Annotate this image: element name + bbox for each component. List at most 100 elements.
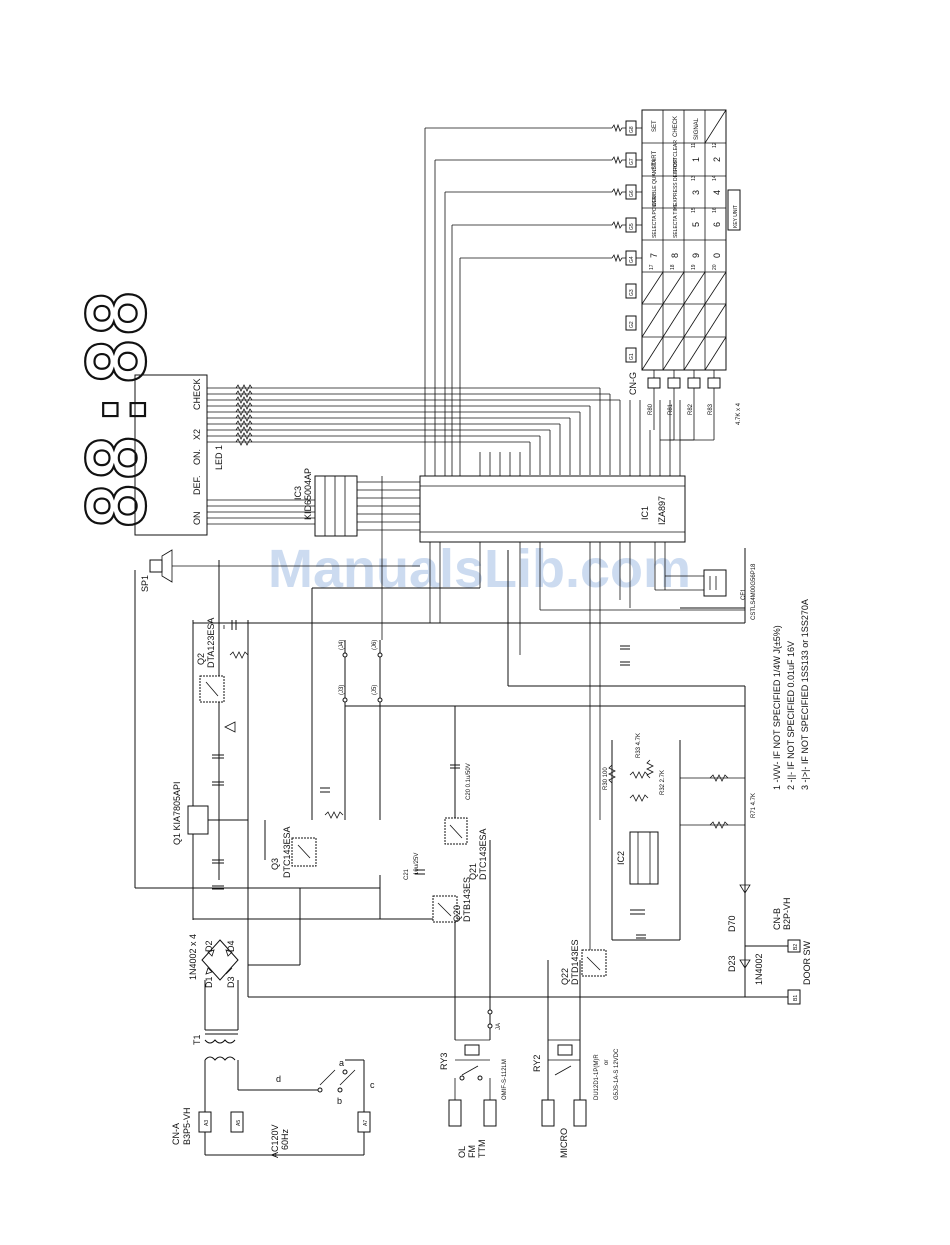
key-set: SET	[652, 120, 658, 132]
micro-label: MICRO	[559, 1128, 569, 1158]
ic1-label: IC1	[640, 506, 650, 520]
key-unit-label: KEY UNIT	[733, 205, 739, 228]
ja-label: JA	[496, 1023, 502, 1030]
j5-label: (J5)	[372, 685, 378, 695]
led-label-def: DEF.	[192, 475, 202, 495]
j6-label: (J6)	[372, 640, 378, 650]
led-label-check: CHECK	[192, 378, 202, 410]
key-express-defrost: EXPRESS DEFROST	[673, 157, 679, 206]
grid-lines	[207, 499, 315, 525]
ry2-alt: G5JS-1A-S 12VDC	[614, 1048, 620, 1100]
c21-label: C21	[404, 868, 410, 880]
note-2: 2 -||- IF NOT SPECIFIED 0.01uF 16V	[786, 641, 796, 790]
key-check: CHECK	[673, 116, 679, 137]
q3-part: DTC143ESA	[282, 826, 292, 878]
d2-label: D2	[204, 940, 214, 952]
b2-label: B2	[793, 944, 799, 950]
key-double-quantity: DOUBLE QUANTITY	[652, 158, 658, 206]
cn-a-label: CN-A	[171, 1123, 181, 1145]
sp1-label: SP1	[140, 575, 150, 592]
key-num-20: 20	[712, 264, 718, 270]
led-label-on2: ON.	[192, 449, 202, 465]
ic2-label: IC2	[616, 851, 626, 865]
q20-label: Q20	[452, 905, 462, 922]
ac-label: AC120V	[270, 1124, 280, 1158]
door-sw-label: DOOR SW	[802, 940, 812, 985]
led-display: 88:88 ON DEF. ON. X2 CHECK LED 1	[70, 288, 224, 536]
cn-b-label: CN-B	[772, 908, 782, 930]
ic1-part: IZA897	[657, 496, 667, 525]
r80-label: R80	[648, 403, 654, 415]
key-digit-1: 1	[691, 157, 701, 162]
q1-regulator: Q1 KIA7805API	[172, 781, 209, 845]
q22-part: DTD143ES	[570, 939, 580, 985]
q21-part: DTC143ESA	[478, 828, 488, 880]
key-digit-2: 2	[712, 157, 722, 162]
key-num-14: 14	[712, 175, 718, 181]
q21-label: Q21	[468, 863, 478, 880]
ic2-section: IC2 R30 100 R33 4.7K R32 2.7K	[603, 645, 681, 941]
key-num-11: 11	[691, 143, 697, 148]
ry3-part: OMIF-S-112LM	[502, 1059, 508, 1100]
driver-section: C20 0.1u/50V Q21 DTC143ESA C21 10u/25V Q…	[404, 706, 502, 1040]
d4-label: D4	[226, 940, 236, 952]
key-num-16: 16	[712, 207, 718, 213]
key-digit-9: 9	[691, 253, 701, 258]
r-array-value: 4.7K x 4	[736, 402, 742, 425]
cf1-resonator: CF1 CSTLS4M00G56P18	[655, 563, 757, 620]
ry3-label: RY3	[439, 1053, 449, 1070]
ic3-label: IC3	[293, 486, 303, 500]
key-selecta-power: SELECTA POWER	[652, 195, 658, 238]
d3-label: D3	[226, 976, 236, 988]
note-1: 1 -\/\/\/- IF NOT SPECIFIED 1/4W J(±5%)	[772, 625, 782, 790]
bridge-rectifier: 1N4002 x 4 D1 D2 D3 D4	[188, 934, 239, 988]
ry2-label: RY2	[532, 1055, 542, 1072]
key-num-12: 12	[712, 142, 718, 148]
r80-r83-array: R80 R81 R82 R83 4.7K x 4	[647, 370, 742, 441]
pin-g4: G4	[629, 256, 635, 263]
q2-transistor: Q2 DTA123ESA	[196, 618, 249, 703]
r82-label: R82	[688, 403, 694, 415]
ry2-or: or	[604, 1060, 610, 1065]
left-capacitors	[212, 620, 237, 890]
q2-label: Q2	[196, 653, 206, 665]
b1-label: B1	[793, 995, 799, 1001]
sw-c-label: c	[370, 1080, 375, 1090]
ic3: IC3 KID65004AP	[293, 468, 420, 640]
pin-g1: G1	[629, 353, 635, 360]
d23-part: 1N4002	[754, 953, 764, 985]
key-num-13: 13	[691, 175, 697, 181]
pin-g5: G5	[629, 223, 635, 230]
r32-label: R32 2.7K	[660, 770, 666, 795]
q1-label: Q1 KIA7805API	[172, 781, 182, 845]
key-stop-clear: STOP/ CLEAR	[673, 140, 679, 173]
led-label-on: ON	[192, 512, 202, 526]
notes: 1 -\/\/\/- IF NOT SPECIFIED 1/4W J(±5%) …	[772, 599, 810, 790]
key-digit-6: 6	[712, 222, 722, 227]
key-start: START	[652, 151, 658, 170]
pin-g2: G2	[629, 321, 635, 328]
r71-d70-d23: R71 4.7K D70 D23 1N4002	[680, 774, 764, 985]
key-digit-4: 4	[712, 190, 722, 195]
key-num-19: 19	[691, 264, 697, 270]
key-signal: SIGNAL	[694, 117, 700, 140]
d23-label: D23	[727, 955, 737, 972]
cn-g-connector: G8 G7 G6 G5 G4 G3 G2 G1 CN-G	[611, 120, 642, 395]
led1-label: LED 1	[214, 445, 224, 470]
key-num-17: 17	[649, 264, 655, 270]
cn-g-label: CN-G	[628, 372, 638, 395]
jumpers: (J4) (J3) (J6) (J5)	[339, 640, 383, 703]
led-label-x2: X2	[192, 429, 202, 440]
cn-b-connector: B2 B1 CN-B B2P-VH DOOR SW	[745, 897, 812, 1005]
cf1-label: CF1	[741, 588, 747, 600]
pin-g3: G3	[629, 289, 635, 296]
key-digit-3: 3	[691, 190, 701, 195]
q3-label: Q3	[270, 858, 280, 870]
key-unit: SET CHECK SIGNAL START STOP/ CLEAR DOUBL…	[641, 109, 741, 371]
ttm-label: TTM	[477, 1140, 487, 1159]
key-digit-0: 0	[712, 253, 722, 258]
ic1-pin-lines	[424, 127, 745, 960]
sw-b-label: b	[337, 1096, 342, 1106]
key-digit-8: 8	[670, 253, 680, 258]
